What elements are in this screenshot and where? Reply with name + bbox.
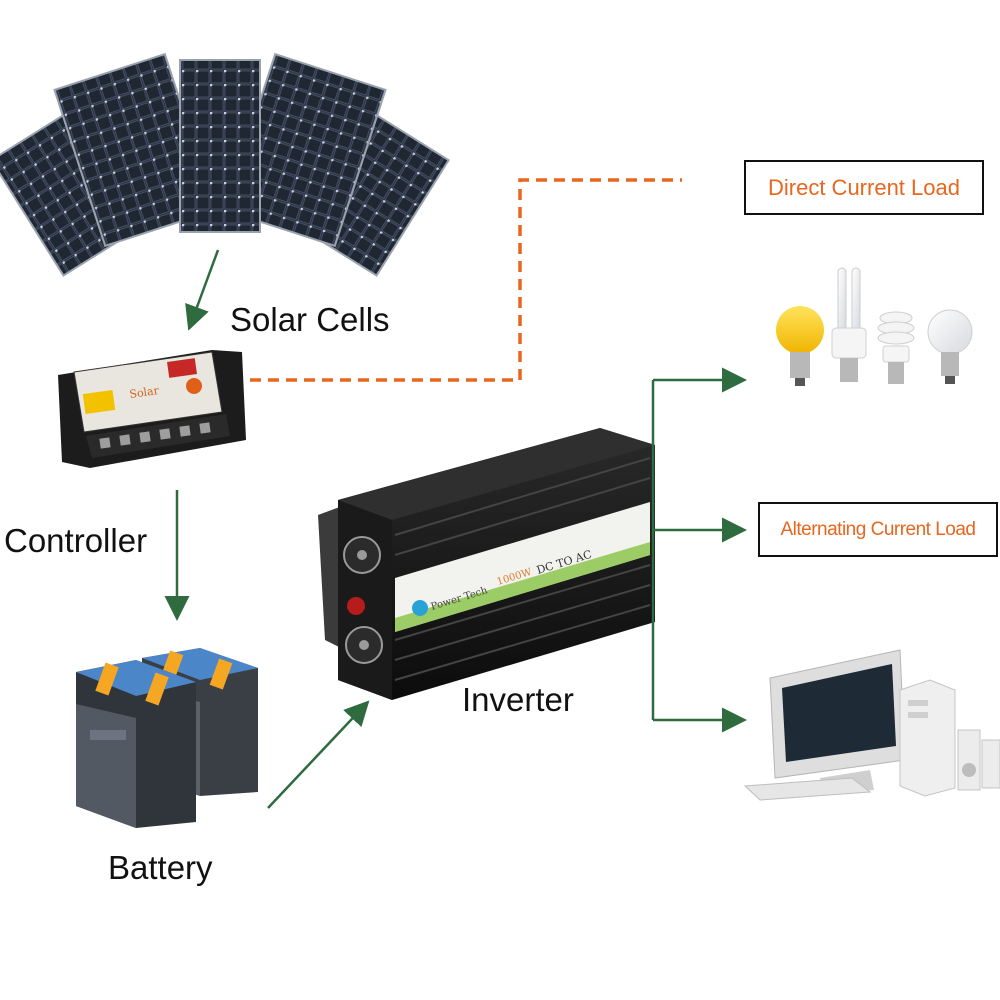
spiral-bulb-icon [877,311,915,384]
inverter-label: Inverter [462,681,574,718]
controller-brand: Solar [129,384,161,401]
speaker-icon [957,729,981,791]
inverter-device: Power Tech 1000W DC TO AC [318,428,655,700]
computer [743,649,1000,801]
battery-label: Battery [108,849,213,886]
batteries [76,648,258,828]
speaker-icon [981,739,1000,789]
dc-load-box: Direct Current Load [744,160,984,215]
dc-dashed-line [250,178,682,382]
globe-bulb-icon [927,309,973,384]
flow-arrows [164,249,747,809]
controller-label: Controller [4,522,148,559]
arrow-panels-to-controller [185,249,220,331]
battery-unit [76,660,196,828]
pc-tower-icon [899,679,956,797]
keyboard-icon [743,777,872,801]
arrow-battery-to-inverter [267,700,370,809]
incandescent-bulb-icon [776,306,824,386]
monitor-icon [769,649,906,794]
solar-cells-label: Solar Cells [230,301,390,338]
cfl-bulb-icon [831,267,867,382]
solar-panels [0,52,450,277]
light-bulbs [776,267,973,386]
solar-panel [179,59,261,233]
ac-load-box: Alternating Current Load [758,502,998,557]
charge-controller: Solar [58,350,246,468]
